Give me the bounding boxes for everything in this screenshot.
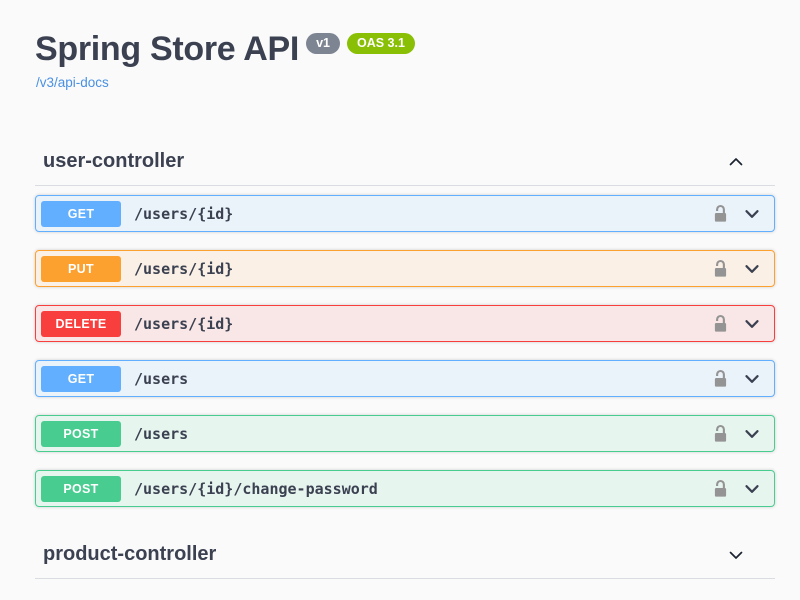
chevron-down-icon[interactable]	[725, 544, 747, 566]
endpoint-row[interactable]: DELETE /users/{id}	[35, 305, 775, 342]
endpoint-row[interactable]: GET /users/{id}	[35, 195, 775, 232]
page-title: Spring Store API	[35, 30, 300, 68]
method-badge[interactable]: POST	[41, 420, 121, 447]
endpoint-path: /users	[134, 369, 189, 388]
section-title: product-controller	[43, 543, 217, 565]
endpoint-path: /users/{id}/change-password	[134, 479, 378, 498]
method-badge[interactable]: GET	[41, 200, 121, 227]
method-badge[interactable]: PUT	[41, 255, 121, 282]
swagger-page: Spring Store API v1 OAS 3.1 /v3/api-docs…	[35, 30, 775, 579]
endpoint-path: /users	[134, 424, 189, 443]
oas-badge: OAS 3.1	[347, 33, 415, 54]
chevron-down-icon[interactable]	[742, 369, 762, 389]
method-badge[interactable]: POST	[41, 475, 121, 502]
chevron-down-icon[interactable]	[742, 479, 762, 499]
unlock-icon[interactable]	[712, 259, 729, 278]
section-title: user-controller	[43, 150, 185, 172]
unlock-icon[interactable]	[712, 314, 729, 333]
section-product-controller: product-controller	[35, 533, 775, 579]
unlock-icon[interactable]	[712, 479, 729, 498]
spec-link[interactable]: /v3/api-docs	[36, 75, 109, 90]
endpoint-row[interactable]: PUT /users/{id}	[35, 250, 775, 287]
unlock-icon[interactable]	[712, 369, 729, 388]
section-header-user-controller[interactable]: user-controller	[35, 140, 775, 186]
badge-group: v1 OAS 3.1	[306, 33, 415, 54]
endpoint-row[interactable]: POST /users	[35, 415, 775, 452]
section-user-controller: user-controller GET /users/{id}	[35, 140, 775, 507]
endpoint-path: /users/{id}	[134, 314, 234, 333]
api-header: Spring Store API v1 OAS 3.1	[35, 30, 775, 68]
endpoint-row[interactable]: POST /users/{id}/change-password	[35, 470, 775, 507]
unlock-icon[interactable]	[712, 204, 729, 223]
chevron-down-icon[interactable]	[742, 204, 762, 224]
method-badge[interactable]: DELETE	[41, 310, 121, 337]
section-header-product-controller[interactable]: product-controller	[35, 533, 775, 579]
endpoint-path: /users/{id}	[134, 204, 234, 223]
endpoint-row[interactable]: GET /users	[35, 360, 775, 397]
chevron-down-icon[interactable]	[742, 259, 762, 279]
endpoint-list: GET /users/{id} PUT /users/{id}	[35, 186, 775, 507]
chevron-down-icon[interactable]	[742, 314, 762, 334]
chevron-up-icon[interactable]	[725, 151, 747, 173]
unlock-icon[interactable]	[712, 424, 729, 443]
version-badge: v1	[306, 33, 340, 54]
chevron-down-icon[interactable]	[742, 424, 762, 444]
endpoint-path: /users/{id}	[134, 259, 234, 278]
method-badge[interactable]: GET	[41, 365, 121, 392]
